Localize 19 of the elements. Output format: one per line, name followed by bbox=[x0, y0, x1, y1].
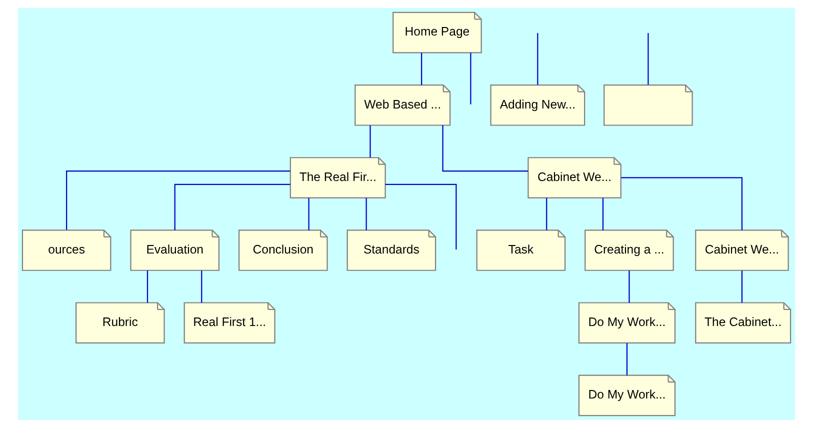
connector bbox=[648, 33, 649, 85]
connector bbox=[537, 33, 538, 85]
connector bbox=[385, 184, 457, 250]
connector bbox=[602, 198, 604, 230]
connector bbox=[146, 270, 148, 303]
connector bbox=[174, 184, 290, 230]
connector bbox=[442, 125, 528, 172]
connector bbox=[66, 170, 290, 230]
connector bbox=[546, 198, 548, 230]
connector bbox=[366, 198, 367, 230]
connector bbox=[421, 52, 422, 86]
connector bbox=[370, 125, 371, 158]
connector bbox=[626, 343, 628, 376]
connector bbox=[621, 177, 743, 230]
connector bbox=[628, 270, 630, 303]
connector bbox=[741, 270, 743, 303]
connector bbox=[470, 52, 472, 104]
connector bbox=[201, 270, 202, 303]
connector bbox=[308, 198, 310, 230]
